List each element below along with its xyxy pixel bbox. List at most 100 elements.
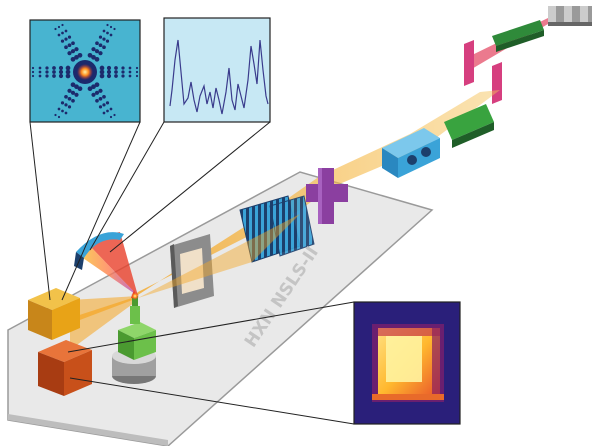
diffraction-spot <box>67 105 72 109</box>
diffraction-spot <box>102 45 106 50</box>
diffraction-spot <box>128 74 132 78</box>
diffraction-spot <box>67 35 72 39</box>
diffraction-spot <box>38 70 42 74</box>
transmitted-beam <box>64 296 138 326</box>
diffraction-spot <box>98 35 103 39</box>
diffraction-spot <box>64 29 68 33</box>
diffraction-spot <box>98 105 103 109</box>
diffraction-spot <box>67 43 72 48</box>
aperture-cross-icon <box>306 168 348 224</box>
diffraction-spot <box>52 66 56 70</box>
diffraction-spot <box>98 96 103 101</box>
leader-line <box>67 301 355 353</box>
diffraction-spot <box>114 70 118 74</box>
diffraction-spot <box>52 74 56 78</box>
diffraction-spot <box>64 37 68 41</box>
diffraction-spot <box>113 113 116 117</box>
beam-image-icon <box>353 301 461 425</box>
diffraction-spot <box>113 27 116 31</box>
diffraction-spot <box>121 74 125 78</box>
diffraction-spot <box>109 115 113 119</box>
diffraction-spot <box>121 70 125 74</box>
diffraction-spot <box>52 70 56 74</box>
diffraction-spot <box>38 74 42 78</box>
diffraction-spot <box>45 66 49 70</box>
leader-line <box>69 377 355 425</box>
source-undulator-icon <box>548 6 592 26</box>
diffraction-spot <box>74 84 79 90</box>
diffraction-spot <box>61 109 64 113</box>
diffraction-spot <box>67 88 72 93</box>
diffraction-spot <box>31 74 35 78</box>
diffraction-spot <box>105 39 110 43</box>
diffraction-spot <box>102 111 106 115</box>
diffraction-spot <box>74 92 79 97</box>
diffraction-spot <box>94 90 100 95</box>
leader-line <box>89 121 165 251</box>
diffraction-spot <box>95 98 99 103</box>
diffraction-spot <box>135 66 139 70</box>
diffraction-spot <box>74 54 79 60</box>
diffraction-spot <box>91 47 96 52</box>
diffraction-spot <box>135 70 139 74</box>
diffraction-spot <box>121 66 125 70</box>
diffraction-spot <box>106 65 112 71</box>
diffraction-spot <box>77 52 83 58</box>
diffraction-spot <box>60 101 65 105</box>
diffraction-spot <box>38 66 42 70</box>
diffraction-spot <box>77 86 83 92</box>
diffraction-spot <box>45 74 49 78</box>
focused-beam-cone <box>138 214 300 298</box>
diffraction-spot <box>98 88 103 93</box>
diffraction-spot <box>91 54 96 60</box>
diffraction-spot <box>31 70 35 74</box>
diffraction-spot <box>57 115 61 119</box>
diffraction-spot <box>64 45 68 50</box>
mirror-icon-lower <box>444 104 494 148</box>
diffraction-spot <box>70 49 76 54</box>
diffraction-spot <box>65 69 71 75</box>
diffraction-spot <box>128 66 132 70</box>
leader-line <box>61 121 141 301</box>
diffraction-pattern-icon <box>29 19 141 123</box>
diffraction-spot <box>70 90 76 95</box>
intensity-profile-icon <box>163 17 271 123</box>
leader-line <box>29 121 51 301</box>
diffraction-spot <box>67 51 72 56</box>
diffraction-spot <box>61 23 64 27</box>
diffraction-spot <box>54 27 57 31</box>
diffraction-spot <box>58 69 64 75</box>
leader-line <box>109 121 271 253</box>
diffraction-spot <box>71 98 75 103</box>
diffraction-spot <box>67 96 72 101</box>
diffraction-spot <box>64 94 68 99</box>
diffraction-spot <box>57 107 61 111</box>
diffraction-spot <box>54 113 57 117</box>
zone-plate-icon <box>239 195 315 263</box>
table-edge <box>8 414 168 446</box>
diffraction-spot <box>31 66 35 70</box>
profile-curve <box>169 39 269 115</box>
diffraction-spot <box>106 31 109 35</box>
diffraction-spot <box>98 51 103 56</box>
diffraction-spot <box>64 103 68 107</box>
diffraction-spot <box>106 23 109 27</box>
diffraction-spot <box>64 111 68 115</box>
diffraction-spot <box>45 70 49 74</box>
mirror-icon <box>492 20 544 52</box>
diffraction-spot <box>87 52 93 58</box>
diffraction-spot <box>61 31 64 35</box>
diffraction-spot <box>91 84 96 90</box>
diffracted-beam <box>70 296 138 350</box>
diffraction-spot <box>135 74 139 78</box>
diffraction-spot <box>99 69 105 75</box>
diffraction-spot <box>109 25 113 29</box>
diffraction-spot <box>102 29 106 33</box>
diffraction-spot <box>71 41 75 46</box>
diffraction-spot <box>91 92 96 97</box>
diffraction-spot <box>102 103 106 107</box>
diffraction-spot <box>94 82 100 88</box>
diffraction-spot <box>99 65 105 71</box>
diffraction-spot <box>102 94 106 99</box>
diffraction-spot <box>58 73 64 79</box>
